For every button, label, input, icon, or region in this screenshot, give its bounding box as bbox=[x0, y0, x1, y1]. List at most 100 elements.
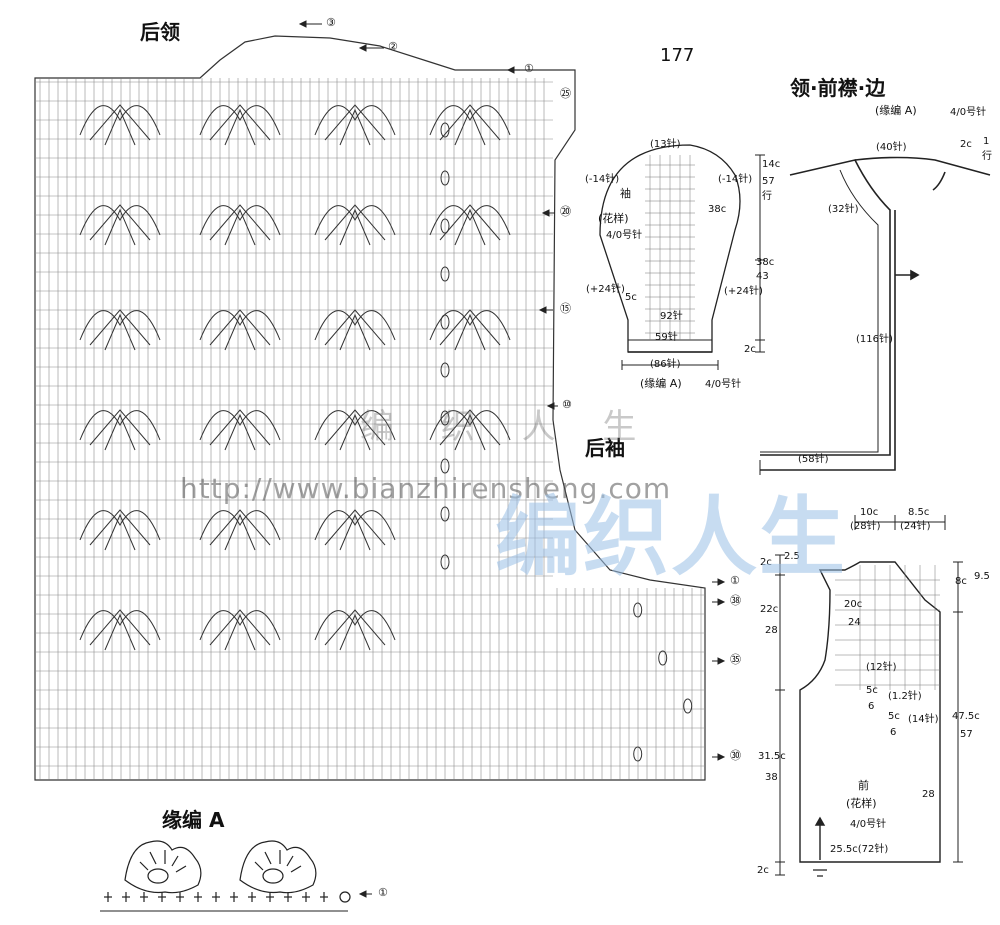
row-marker: ① bbox=[524, 62, 534, 75]
collar-band-title: 领·前襟·边 bbox=[790, 76, 886, 100]
back-sleeve-title: 后袖 bbox=[585, 436, 625, 460]
fan-motif bbox=[429, 204, 511, 246]
fan-motif bbox=[429, 309, 511, 351]
row-marker: ⑳ bbox=[560, 205, 571, 218]
collar-band-needle: 4/0号针 bbox=[950, 107, 987, 118]
fan-motif bbox=[314, 509, 396, 551]
row-marker: ㉚ bbox=[730, 749, 741, 762]
front-side-rows: 28 bbox=[922, 789, 935, 800]
fan-motif bbox=[79, 409, 161, 451]
puff-stitch bbox=[440, 122, 450, 138]
sleeve-height: 14c bbox=[762, 159, 781, 170]
fan-motif bbox=[199, 509, 281, 551]
front-left-mid-rows: 24 bbox=[848, 617, 861, 628]
puff-stitch bbox=[440, 314, 450, 330]
sleeve-needle: 4/0号针 bbox=[606, 230, 643, 241]
sleeve-schematic bbox=[599, 144, 765, 370]
front-st-12: (12针) bbox=[866, 662, 897, 673]
row-marker: ㉟ bbox=[730, 653, 741, 666]
fan-motif bbox=[79, 509, 161, 551]
puff-stitch bbox=[440, 170, 450, 186]
puff-stitch bbox=[440, 458, 450, 474]
fan-motif bbox=[314, 104, 396, 146]
front-edge-bottom: 2c bbox=[757, 865, 769, 876]
fan-motif bbox=[199, 609, 281, 651]
front-schematic bbox=[775, 515, 963, 877]
watermark-url: http://www.bianzhirensheng.com bbox=[180, 472, 672, 505]
front-lower-cm: 31.5c bbox=[758, 751, 786, 762]
row-marker: ② bbox=[388, 40, 398, 53]
sleeve-height-rows: 57 bbox=[762, 176, 775, 187]
sleeve-edging-needle: 4/0号针 bbox=[705, 379, 742, 390]
front-left-mid-cm: 20c bbox=[844, 599, 863, 610]
front-upper-rows: 28 bbox=[765, 625, 778, 636]
sleeve-right-top: (-14针) bbox=[718, 174, 753, 185]
fan-motif bbox=[79, 309, 161, 351]
watermark-chars: 编 织 人 生 bbox=[360, 407, 655, 447]
row-marker: ⑩ bbox=[562, 398, 572, 411]
fan-motif bbox=[314, 204, 396, 246]
puff-stitch bbox=[440, 218, 450, 234]
puff-stitch bbox=[633, 746, 643, 762]
edging-a-title: 缘编 A bbox=[162, 808, 225, 832]
fan-motif bbox=[199, 204, 281, 246]
row-marker: ③ bbox=[326, 16, 336, 29]
puff-stitch bbox=[658, 650, 668, 666]
puff-stitch bbox=[633, 602, 643, 618]
back-neck-title: 后领 bbox=[140, 20, 180, 44]
front-shoulder-cm: 8c bbox=[955, 576, 967, 587]
collar-neck: (40针) bbox=[876, 142, 907, 153]
front-five-b: 5c bbox=[888, 711, 900, 722]
puff-stitch bbox=[440, 506, 450, 522]
front-top-right-st: (24针) bbox=[900, 521, 931, 532]
sleeve-top: (13针) bbox=[650, 139, 681, 150]
front-needle: 4/0号针 bbox=[850, 819, 887, 830]
puff-stitch bbox=[440, 410, 450, 426]
collar-two-c: 2c bbox=[960, 139, 972, 150]
front-lower-rows: 38 bbox=[765, 772, 778, 783]
puff-stitch bbox=[683, 698, 693, 714]
sleeve-left-side: (+24针) bbox=[586, 284, 625, 295]
front-edge-top: 2c bbox=[760, 557, 772, 568]
fan-motif bbox=[79, 609, 161, 651]
sleeve-left-top: (-14针) bbox=[585, 174, 620, 185]
front-top-left-cm: 10c bbox=[860, 507, 879, 518]
front-total-cm: 47.5c bbox=[952, 711, 980, 722]
front-bottom: 25.5c(72针) bbox=[830, 844, 889, 855]
collar-shoulder: (32针) bbox=[828, 204, 859, 215]
row-marker: ㉕ bbox=[560, 87, 571, 100]
collar-row: 行 bbox=[982, 151, 992, 162]
sleeve-38c: 38c bbox=[708, 204, 727, 215]
page-number: 177 bbox=[660, 45, 695, 66]
row-marker: ① bbox=[378, 886, 388, 899]
sleeve-five-c: 5c bbox=[625, 292, 637, 303]
puff-stitch bbox=[440, 266, 450, 282]
sleeve-bottom-width: 59针 bbox=[655, 332, 678, 343]
collar-band-schematic bbox=[759, 156, 991, 475]
fan-motif bbox=[314, 609, 396, 651]
front-upper-cm: 22c bbox=[760, 604, 779, 615]
front-st-12b: (1.2针) bbox=[888, 691, 922, 702]
front-six-b: 6 bbox=[890, 727, 897, 738]
front-st-14: (14针) bbox=[908, 714, 939, 725]
front-total-rows: 57 bbox=[960, 729, 973, 740]
sleeve-edge-height: 2c bbox=[744, 344, 756, 355]
sleeve-hem-stitch: (86针) bbox=[650, 359, 681, 370]
sleeve-right-side: (+24针) bbox=[724, 286, 763, 297]
front-shoulder-rows: 9.5 bbox=[974, 571, 990, 582]
sleeve-row-mark: 行 bbox=[762, 191, 772, 202]
front-six-a: 6 bbox=[868, 701, 875, 712]
watermark-brand: 编织人生 bbox=[495, 488, 847, 588]
back-body-chart bbox=[34, 35, 706, 781]
sleeve-edging: (缘编 A) bbox=[640, 377, 682, 390]
row-marker: ① bbox=[730, 574, 740, 587]
row-marker: ⑮ bbox=[560, 302, 571, 315]
fan-motif bbox=[199, 409, 281, 451]
sleeve-mid: 38c bbox=[756, 257, 775, 268]
fan-motif bbox=[429, 409, 511, 451]
sleeve-pattern: (花样) bbox=[598, 212, 629, 225]
fan-motif bbox=[314, 409, 396, 451]
front-five-a: 5c bbox=[866, 685, 878, 696]
